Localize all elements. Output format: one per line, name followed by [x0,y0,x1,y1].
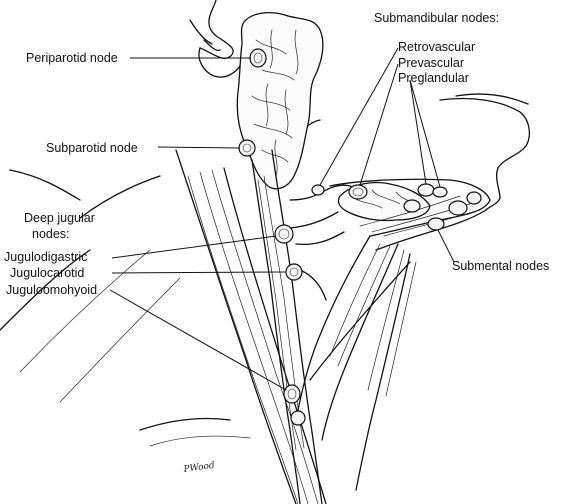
submental-node-a [427,217,445,231]
label-deep-jugular-1: Deep jugular [24,211,95,225]
prevascular-node [348,184,368,200]
leader-preglandular-b [409,79,441,188]
leader-preglandular-a [409,79,427,185]
strap-muscles [295,235,417,491]
juguloomohyoid-node-1 [283,384,301,404]
label-submandibular-heading: Submandibular nodes: [374,11,499,25]
neck-left-contour [0,169,251,447]
sternocleidomastoid-muscle [175,149,327,504]
leader-prevascular [359,63,399,186]
labels: Submandibular nodes: Periparotid node Re… [4,11,549,475]
label-subparotid: Subparotid node [46,141,138,155]
preglandular-node-2 [432,186,448,198]
submental-node-c [466,191,482,205]
parotid-gland [236,11,324,190]
label-jugulodigastric: Jugulodigastric [4,250,87,264]
label-retrovascular: Retrovascular [398,40,475,54]
label-jugulocarotid: Jugulocarotid [10,266,84,280]
jugulodigastric-node [274,224,294,244]
leader-jugulodigastric [111,235,277,259]
leader-lines [109,47,455,391]
submandibular-node-a [403,199,421,213]
subparotid-node [238,139,256,157]
face-outline [189,0,241,78]
label-preglandular: Preglandular [398,71,469,85]
jugular-vessel [251,149,323,504]
label-periparotid: Periparotid node [26,51,118,65]
artist-signature: PWood [182,461,216,475]
label-juguloomohyoid: Juguloomohyoid [6,283,97,297]
label-deep-jugular-2: nodes: [32,227,70,241]
label-prevascular: Prevascular [398,56,464,70]
label-submental: Submental nodes [452,259,549,273]
preglandular-node-1 [417,183,435,197]
periparotid-node [249,48,267,68]
leader-jugulocarotid [111,271,287,274]
jugulocarotid-node [285,263,303,281]
retrovascular-node [311,184,325,196]
lymph-nodes [238,48,482,426]
leader-subparotid [157,146,241,149]
juguloomohyoid-node-2 [290,410,306,426]
leader-juguloomohyoid [109,289,287,391]
submental-node-b [448,200,468,216]
vein-branches [289,184,355,301]
leader-retrovascular [319,47,399,186]
leader-submental [437,229,455,263]
